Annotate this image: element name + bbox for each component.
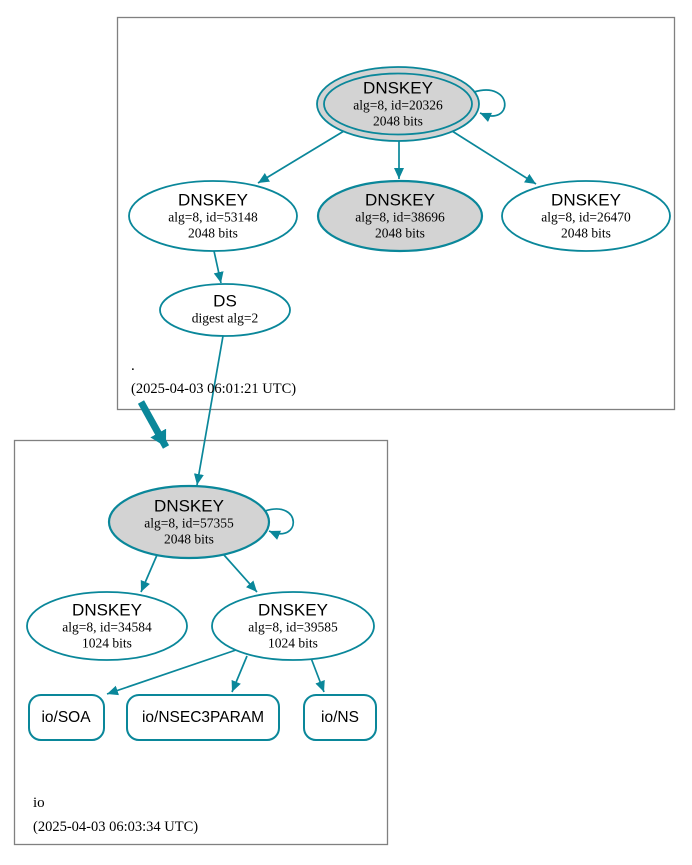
dnskey-34584-ellipse bbox=[26, 591, 188, 661]
dnskey-20326-inner-ellipse bbox=[323, 72, 473, 136]
ns-box bbox=[303, 694, 377, 741]
node-dnskey-57355[interactable] bbox=[107, 484, 271, 560]
edge-dnskey-20326-to-dnskey-26470 bbox=[451, 130, 537, 185]
edge-dnskey-39585-to-ns bbox=[310, 657, 325, 693]
dnskey-38696-ellipse bbox=[316, 179, 484, 253]
node-rrset-soa[interactable] bbox=[28, 694, 105, 741]
edge-dnskey-57355-to-dnskey-34584 bbox=[140, 554, 158, 593]
node-rrset-ns[interactable] bbox=[303, 694, 377, 741]
edge-dnskey-53148-to-ds bbox=[213, 250, 224, 284]
dnskey-57355-ellipse bbox=[107, 484, 271, 560]
cluster-io-box bbox=[13, 439, 389, 846]
nsec3param-box bbox=[126, 694, 280, 741]
soa-box bbox=[28, 694, 105, 741]
dnskey-26470-ellipse bbox=[501, 180, 671, 252]
edge-dnskey-20326-selfloop bbox=[473, 89, 506, 123]
dnskey-53148-ellipse bbox=[128, 180, 298, 252]
zone-io-label: io bbox=[33, 795, 45, 811]
zone-root-timestamp: (2025-04-03 06:01:21 UTC) bbox=[131, 381, 297, 397]
edge-dnskey-57355-to-dnskey-39585 bbox=[223, 554, 258, 593]
zone-root-label: . bbox=[131, 358, 135, 374]
node-dnskey-20326[interactable] bbox=[316, 66, 480, 142]
zone-io-timestamp: (2025-04-03 06:03:34 UTC) bbox=[33, 819, 199, 835]
node-ds[interactable] bbox=[159, 283, 291, 337]
edge-delegation-root-to-io bbox=[137, 400, 170, 449]
node-dnskey-38696[interactable] bbox=[316, 179, 484, 253]
edge-dnskey-57355-selfloop bbox=[264, 508, 295, 540]
node-dnskey-53148[interactable] bbox=[128, 180, 298, 252]
cluster-root-box bbox=[116, 16, 676, 411]
edge-dnskey-39585-to-nsec3param bbox=[231, 655, 248, 693]
edge-dnskey-39585-to-soa bbox=[106, 649, 237, 696]
node-dnskey-34584[interactable] bbox=[26, 591, 188, 661]
edge-ds-to-dnskey-57355 bbox=[193, 335, 224, 486]
ds-ellipse bbox=[159, 283, 291, 337]
node-dnskey-26470[interactable] bbox=[501, 180, 671, 252]
dnskey-39585-ellipse bbox=[211, 591, 375, 661]
node-dnskey-39585[interactable] bbox=[211, 591, 375, 661]
node-rrset-nsec3param[interactable] bbox=[126, 694, 280, 741]
edge-dnskey-20326-to-dnskey-53148 bbox=[257, 130, 345, 184]
